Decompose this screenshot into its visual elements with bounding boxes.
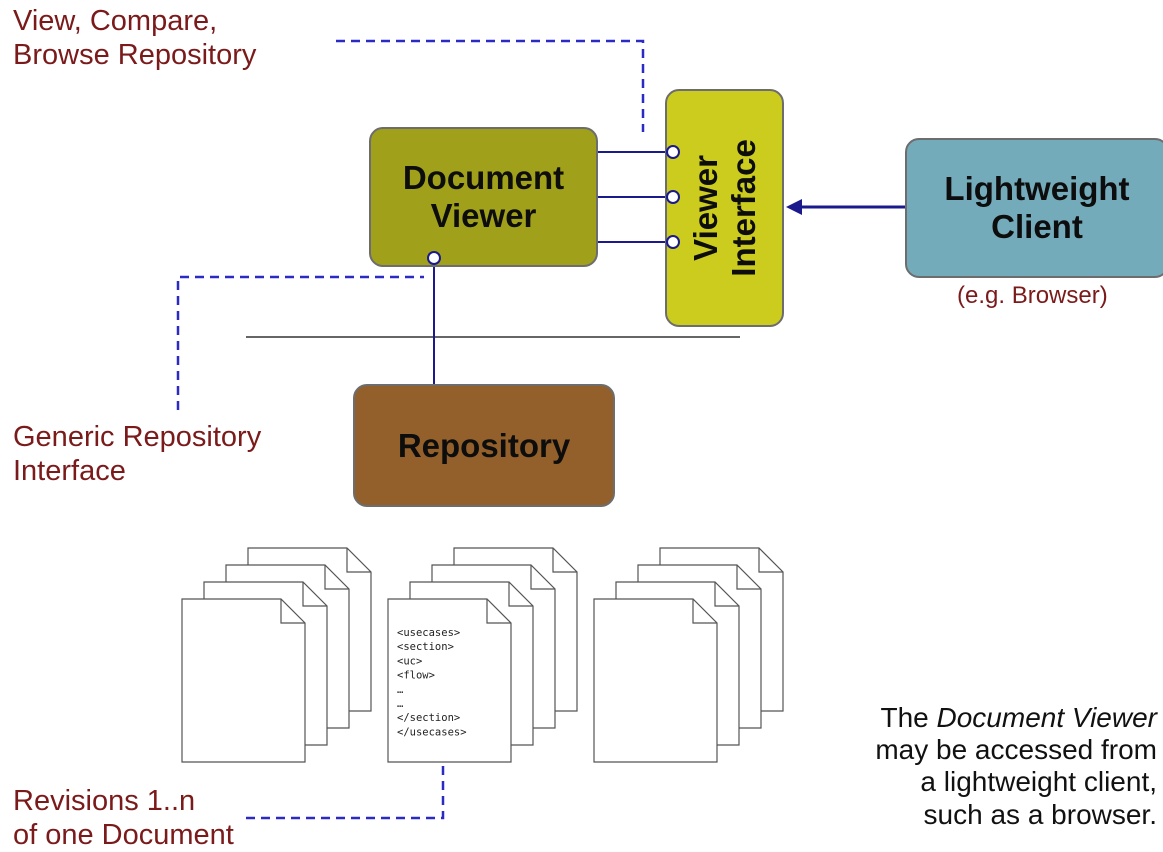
document-code-line: </usecases> <box>397 726 467 738</box>
repository-box[interactable]: Repository <box>353 384 615 507</box>
document-code-line: <usecases> <box>397 627 460 639</box>
viewer-interface-label-line1: Viewer <box>686 155 724 261</box>
document-page-stack1-2-fold <box>302 582 327 607</box>
document-code-line: <flow> <box>397 670 435 682</box>
lightweight-client-box[interactable]: Lightweight Client <box>905 138 1163 278</box>
document-page-stack2-1-fold <box>486 599 511 624</box>
note-line2: may be accessed from <box>875 734 1157 766</box>
document-page-stack2-3-fold <box>530 565 555 590</box>
document-page-stack2-1 <box>387 598 512 763</box>
client-interface-arrowhead <box>786 199 802 215</box>
document-page-stack1-4-fold <box>346 548 371 573</box>
revisions-annotation: Revisions 1..n of one Document <box>13 784 234 852</box>
repository-label: Repository <box>397 426 571 464</box>
revisions-line1: Revisions 1..n <box>13 785 196 817</box>
document-viewer-label-line2: Viewer <box>430 197 537 234</box>
document-code-line: </section> <box>397 712 460 724</box>
viewer-interface-label-line2: Interface <box>724 139 762 277</box>
note-line1-emphasis: Document Viewer <box>936 702 1157 733</box>
document-viewer-label-line1: Document <box>402 159 565 197</box>
document-code-line: … <box>397 684 403 696</box>
note-line3: a lightweight client, <box>920 766 1157 798</box>
document-page-stack1-3-fold <box>324 565 349 590</box>
document-page-stack1-1 <box>181 598 306 763</box>
view-compare-line2: Browse Repository <box>13 39 257 72</box>
document-page-stack2-4-fold <box>552 548 577 573</box>
browser-example-text: (e.g. Browser) <box>957 282 1108 309</box>
document-page-stack3-4-fold <box>758 548 783 573</box>
document-page-stack3-3-fold <box>736 565 761 590</box>
generic-repo-interface-line1: Generic Repository <box>13 421 262 453</box>
viewer-interface-box[interactable]: Viewer Interface <box>665 89 784 327</box>
document-code-line: <uc> <box>397 655 422 667</box>
view-compare-line1: View, Compare, <box>13 5 218 37</box>
revisions-callout-line <box>246 765 445 820</box>
document-page-stack1-1-fold <box>280 599 305 624</box>
view-compare-callout-line <box>336 39 645 132</box>
lightweight-client-label-line1: Lightweight <box>944 170 1130 208</box>
browser-example-annotation: (e.g. Browser) <box>957 282 1108 310</box>
note-line4: such as a browser. <box>923 798 1157 830</box>
document-code-line: <section> <box>397 641 454 653</box>
note-line1-prefix: The <box>880 702 937 733</box>
document-page-stack3-2-fold <box>714 582 739 607</box>
document-page-stack3-1 <box>593 598 718 763</box>
note-line1: The Document Viewer <box>875 702 1157 734</box>
accessibility-note: The Document Viewer may be accessed from… <box>875 702 1157 831</box>
generic-repo-interface-annotation: Generic Repository Interface <box>13 420 261 488</box>
document-code-line: … <box>397 698 403 710</box>
document-viewer-box[interactable]: Document Viewer <box>369 127 598 267</box>
lightweight-client-label-line2: Client <box>991 208 1083 245</box>
generic-repo-interface-line2: Interface <box>13 455 126 488</box>
view-compare-annotation: View, Compare, Browse Repository <box>13 4 256 72</box>
revisions-line2: of one Document <box>13 819 234 852</box>
document-page-stack3-1-fold <box>692 599 717 624</box>
document-stacks: <usecases> <section> <uc> <flow> … … </s… <box>181 547 784 763</box>
document-page-stack2-2-fold <box>508 582 533 607</box>
